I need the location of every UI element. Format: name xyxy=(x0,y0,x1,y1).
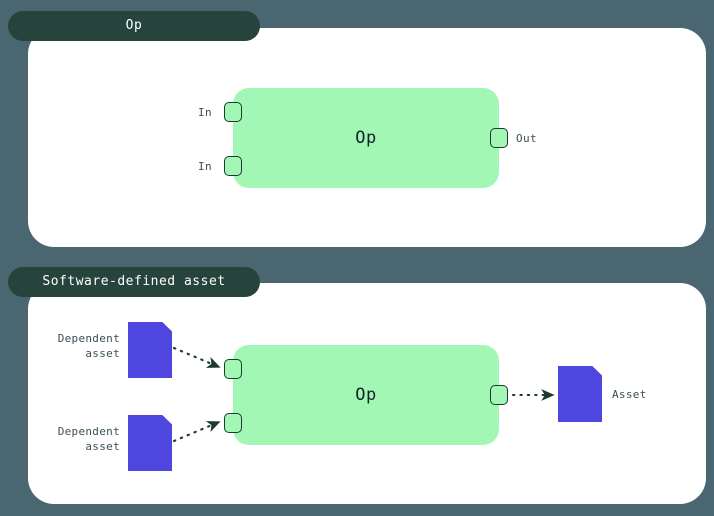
dependent-asset-icon-2[interactable] xyxy=(128,415,172,471)
port-in-2-bottom[interactable] xyxy=(224,413,242,433)
port-label-in-1-top: In xyxy=(198,106,213,119)
op-node-top[interactable]: Op xyxy=(233,88,499,188)
port-out-bottom[interactable] xyxy=(490,385,508,405)
port-in-2-top[interactable] xyxy=(224,156,242,176)
port-label-in-2-top: In xyxy=(198,160,213,173)
port-in-1-bottom[interactable] xyxy=(224,359,242,379)
panel-tab-op[interactable]: Op xyxy=(8,11,260,41)
port-label-out-top: Out xyxy=(516,132,538,145)
asset-label: Asset xyxy=(612,388,647,401)
op-node-bottom[interactable]: Op xyxy=(233,345,499,445)
port-out-top[interactable] xyxy=(490,128,508,148)
dependent-asset-icon-1[interactable] xyxy=(128,322,172,378)
dependent-asset-label-2: Dependent asset xyxy=(57,425,120,453)
asset-icon[interactable] xyxy=(558,366,602,422)
dependent-asset-label-1: Dependent asset xyxy=(57,332,120,360)
port-in-1-top[interactable] xyxy=(224,102,242,122)
panel-tab-software-defined-asset[interactable]: Software-defined asset xyxy=(8,267,260,297)
